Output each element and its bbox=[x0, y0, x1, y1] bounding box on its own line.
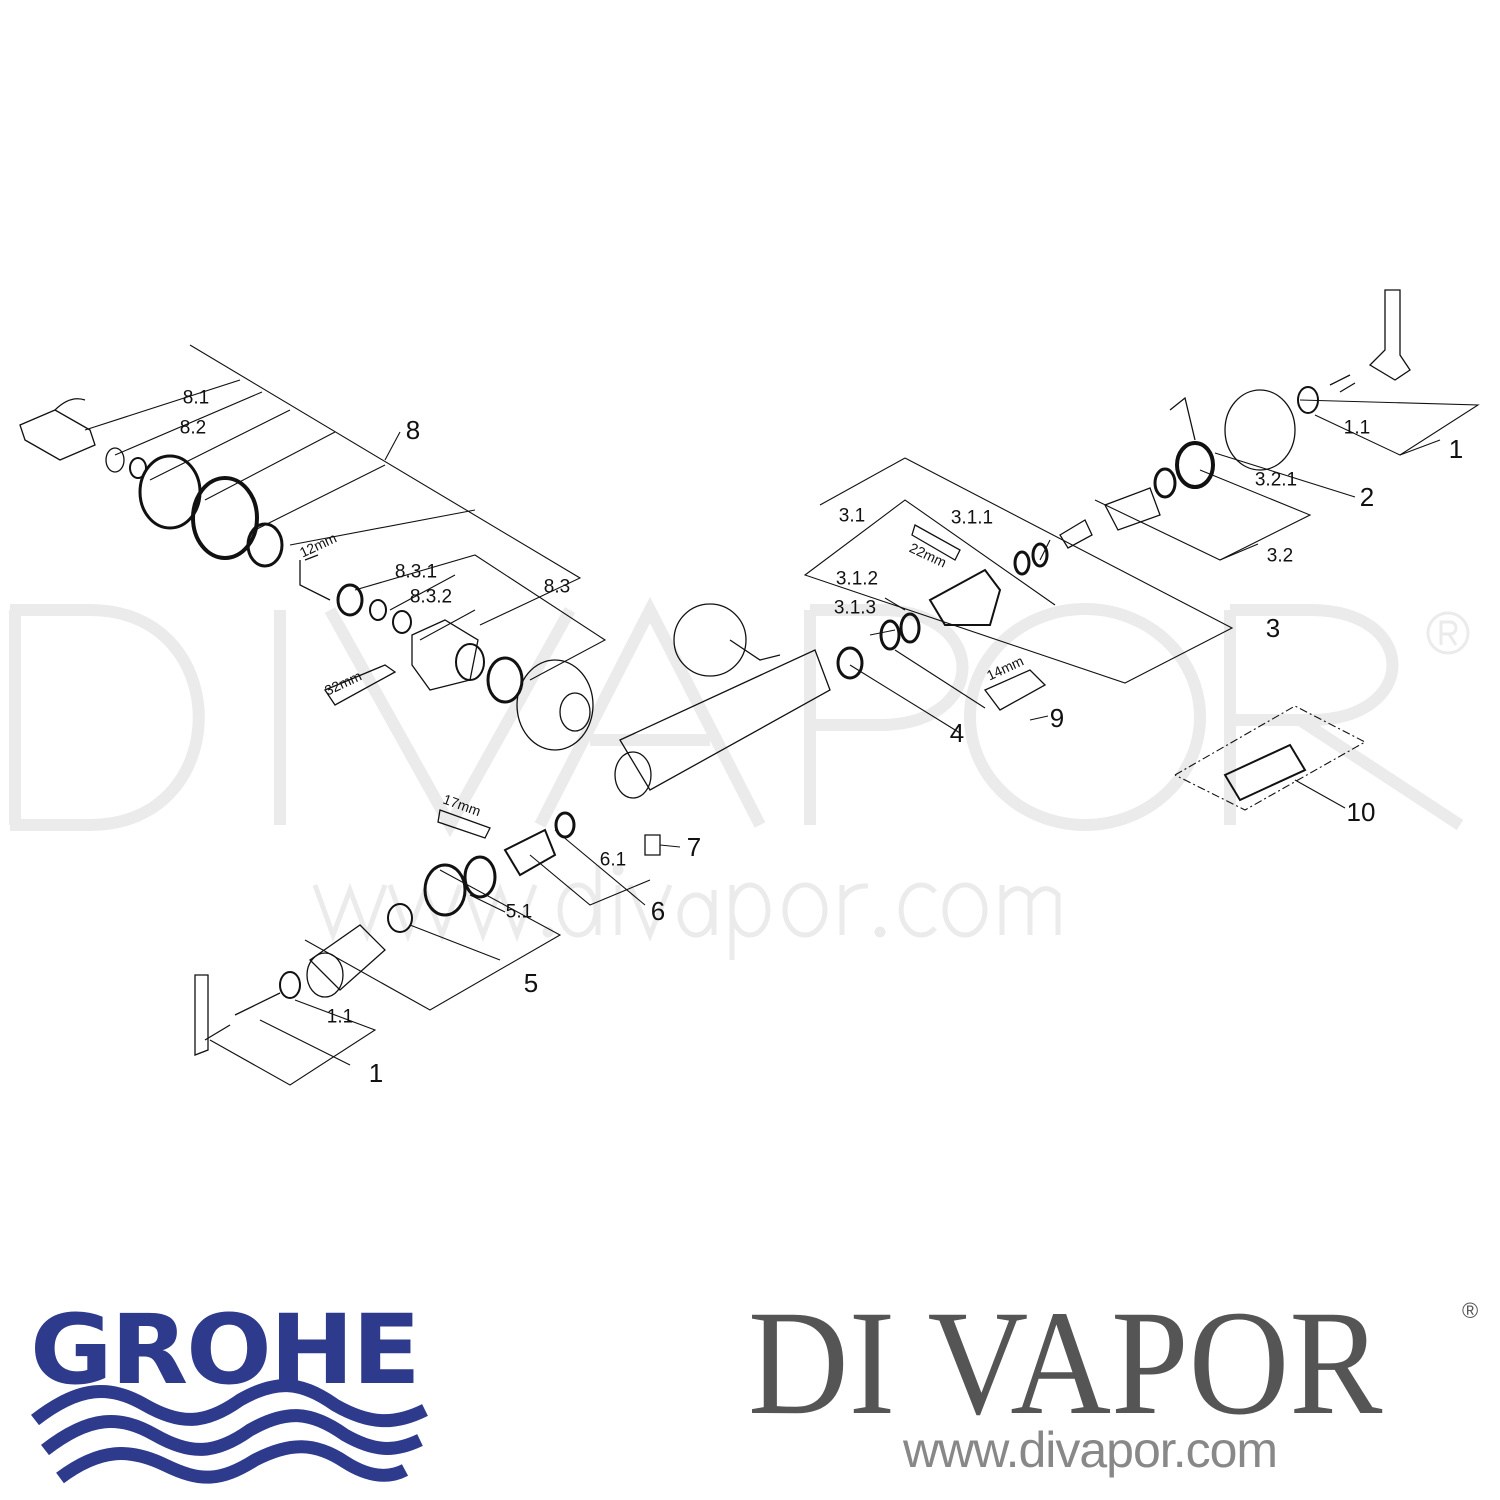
grohe-logo-text: GROHE bbox=[30, 1294, 421, 1406]
wrench-17mm bbox=[437, 809, 491, 839]
label-1-right: 1 bbox=[1448, 434, 1464, 464]
label-1-1-right: 1.1 bbox=[1343, 417, 1371, 439]
part-8-1-washer bbox=[105, 447, 125, 473]
wrench-22mm bbox=[911, 524, 961, 561]
label-6-1: 6.1 bbox=[599, 849, 627, 871]
part-8-rosette bbox=[191, 476, 259, 560]
part-8-elbow-fitting bbox=[19, 398, 96, 461]
label-3-2-1: 3.2.1 bbox=[1254, 469, 1298, 491]
part-main-body bbox=[614, 603, 831, 799]
label-6: 6 bbox=[650, 896, 666, 926]
label-3: 3 bbox=[1265, 613, 1281, 643]
label-3-1-3: 3.1.3 bbox=[833, 597, 877, 619]
part-1-screw bbox=[1329, 374, 1356, 393]
label-3-1-1: 3.1.1 bbox=[950, 507, 994, 529]
divapor-registered-mark: ® bbox=[1462, 1298, 1479, 1323]
part-5-handle-body bbox=[308, 924, 386, 991]
part-3-adapter bbox=[1059, 519, 1093, 549]
part-3-1-1-o-ring bbox=[1031, 542, 1049, 568]
part-8-3-sleeve bbox=[455, 643, 485, 681]
part-3-2-1-nut bbox=[1175, 441, 1215, 489]
part-8-3-o-ring-large bbox=[486, 656, 524, 704]
leader-lines bbox=[84, 344, 1480, 1086]
part-8-3-o-ring bbox=[369, 599, 387, 621]
part-9-tool-14mm bbox=[983, 669, 1047, 711]
label-1-left: 1 bbox=[368, 1058, 384, 1088]
part-10-cartridge bbox=[1223, 743, 1307, 802]
label-1-1-left: 1.1 bbox=[326, 1006, 354, 1028]
part-8-nut bbox=[246, 522, 284, 568]
label-8-2: 8.2 bbox=[179, 417, 207, 439]
label-3-1: 3.1 bbox=[838, 505, 866, 527]
part-8-3-cover bbox=[516, 659, 594, 751]
label-8-1: 8.1 bbox=[182, 387, 210, 409]
part-8-3-2-valve bbox=[392, 610, 412, 634]
label-4: 4 bbox=[949, 718, 965, 748]
part-5-adapter bbox=[387, 903, 413, 933]
label-8-3-2: 8.3.2 bbox=[409, 586, 453, 608]
label-3-1-2: 3.1.2 bbox=[835, 568, 879, 590]
part-3-2-sleeve bbox=[1104, 487, 1161, 531]
part-1-1-adapter-left bbox=[279, 971, 301, 999]
part-3-1-thermostatic-cartridge bbox=[928, 568, 1002, 626]
divapor-logo-text: DI VAPOR bbox=[748, 1280, 1383, 1446]
part-1-handle-lever bbox=[1368, 289, 1411, 381]
part-8-3-cover-inner bbox=[559, 692, 591, 732]
wrench-32mm bbox=[324, 664, 397, 706]
part-5-1-housing bbox=[423, 863, 467, 917]
divapor-url[interactable]: www.divapor.com bbox=[903, 1422, 1278, 1478]
label-10: 10 bbox=[1346, 797, 1376, 827]
part-6-cartridge bbox=[503, 828, 557, 877]
label-5-1: 5.1 bbox=[505, 901, 533, 923]
part-3-2-clip bbox=[1169, 396, 1196, 441]
hex-key-12mm bbox=[299, 554, 331, 601]
part-3-1-1-o-ring bbox=[1013, 550, 1031, 576]
part-4-non-return-valve bbox=[836, 646, 864, 680]
part-3-2-o-ring bbox=[1153, 467, 1177, 499]
label-5: 5 bbox=[523, 968, 539, 998]
label-8-3: 8.3 bbox=[543, 576, 571, 598]
part-6-1-o-ring bbox=[554, 811, 576, 839]
label-8: 8 bbox=[405, 415, 421, 445]
part-8-seal-ring bbox=[138, 454, 202, 530]
part-1-handle-lever-left bbox=[194, 974, 231, 1056]
part-3-1-2-o-ring bbox=[899, 612, 921, 644]
label-8-3-1: 8.3.1 bbox=[394, 561, 438, 583]
label-7: 7 bbox=[686, 832, 702, 862]
part-7-aerator bbox=[644, 834, 661, 856]
label-2: 2 bbox=[1359, 482, 1375, 512]
part-1-screw-left bbox=[234, 992, 281, 1016]
part-3-1-3-o-ring bbox=[879, 619, 901, 651]
part-1-1-adapter bbox=[1297, 386, 1319, 414]
part-5-1-o-ring bbox=[463, 855, 497, 899]
label-3-2: 3.2 bbox=[1266, 545, 1294, 567]
part-8-3-1-insert bbox=[336, 583, 364, 617]
label-9: 9 bbox=[1049, 703, 1065, 733]
part-2-handle-body bbox=[1224, 389, 1296, 471]
